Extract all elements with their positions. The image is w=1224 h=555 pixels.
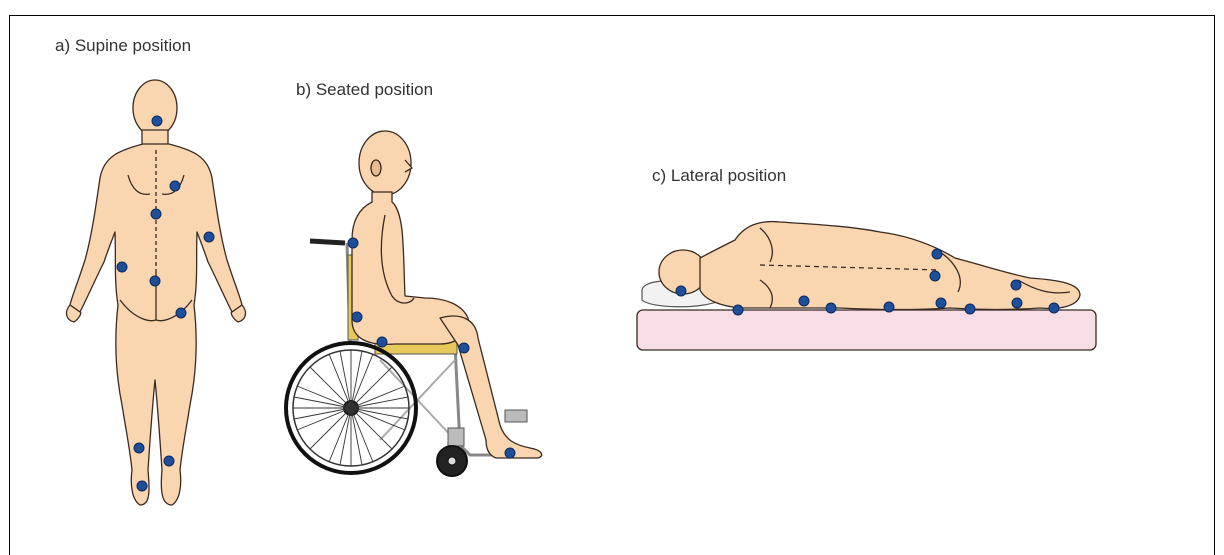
pressure-point-sacrum [352, 312, 362, 322]
supine-figure [67, 80, 246, 505]
pressure-point-knee-mid [930, 271, 940, 281]
pressure-point-foot [1049, 303, 1059, 313]
pressure-point-elbow [204, 232, 214, 242]
pressure-point-sacrum [150, 276, 160, 286]
pressure-point-ankle-upper [1011, 280, 1021, 290]
pressure-point-knee [459, 343, 469, 353]
pressure-point-spine [151, 209, 161, 219]
pressure-point-knee-lower [936, 298, 946, 308]
pressure-point-heel [137, 481, 147, 491]
pressure-point-elbow-left [117, 262, 127, 272]
seated-figure [352, 131, 542, 458]
lateral-figure [659, 222, 1080, 310]
pressure-point-ischium [377, 337, 387, 347]
pressure-point-calf [965, 304, 975, 314]
wheel-spokes [293, 350, 409, 466]
pressure-point-ear [676, 286, 686, 296]
pressure-point-ribs-2 [826, 303, 836, 313]
pressure-point-calf-right [164, 456, 174, 466]
pressure-point-knee-upper [932, 249, 942, 259]
pressure-point-scapula [170, 181, 180, 191]
pressure-point-calf [134, 443, 144, 453]
mattress [637, 310, 1096, 350]
pressure-point-heel [505, 448, 515, 458]
pressure-point-hip [884, 302, 894, 312]
pressure-point-occiput [152, 116, 162, 126]
pressure-point-hip [176, 308, 186, 318]
pressure-point-ankle-lower [1012, 298, 1022, 308]
pressure-point-shoulder [733, 305, 743, 315]
pressure-point-ribs [799, 296, 809, 306]
pressure-point-shoulder-blade [348, 238, 358, 248]
